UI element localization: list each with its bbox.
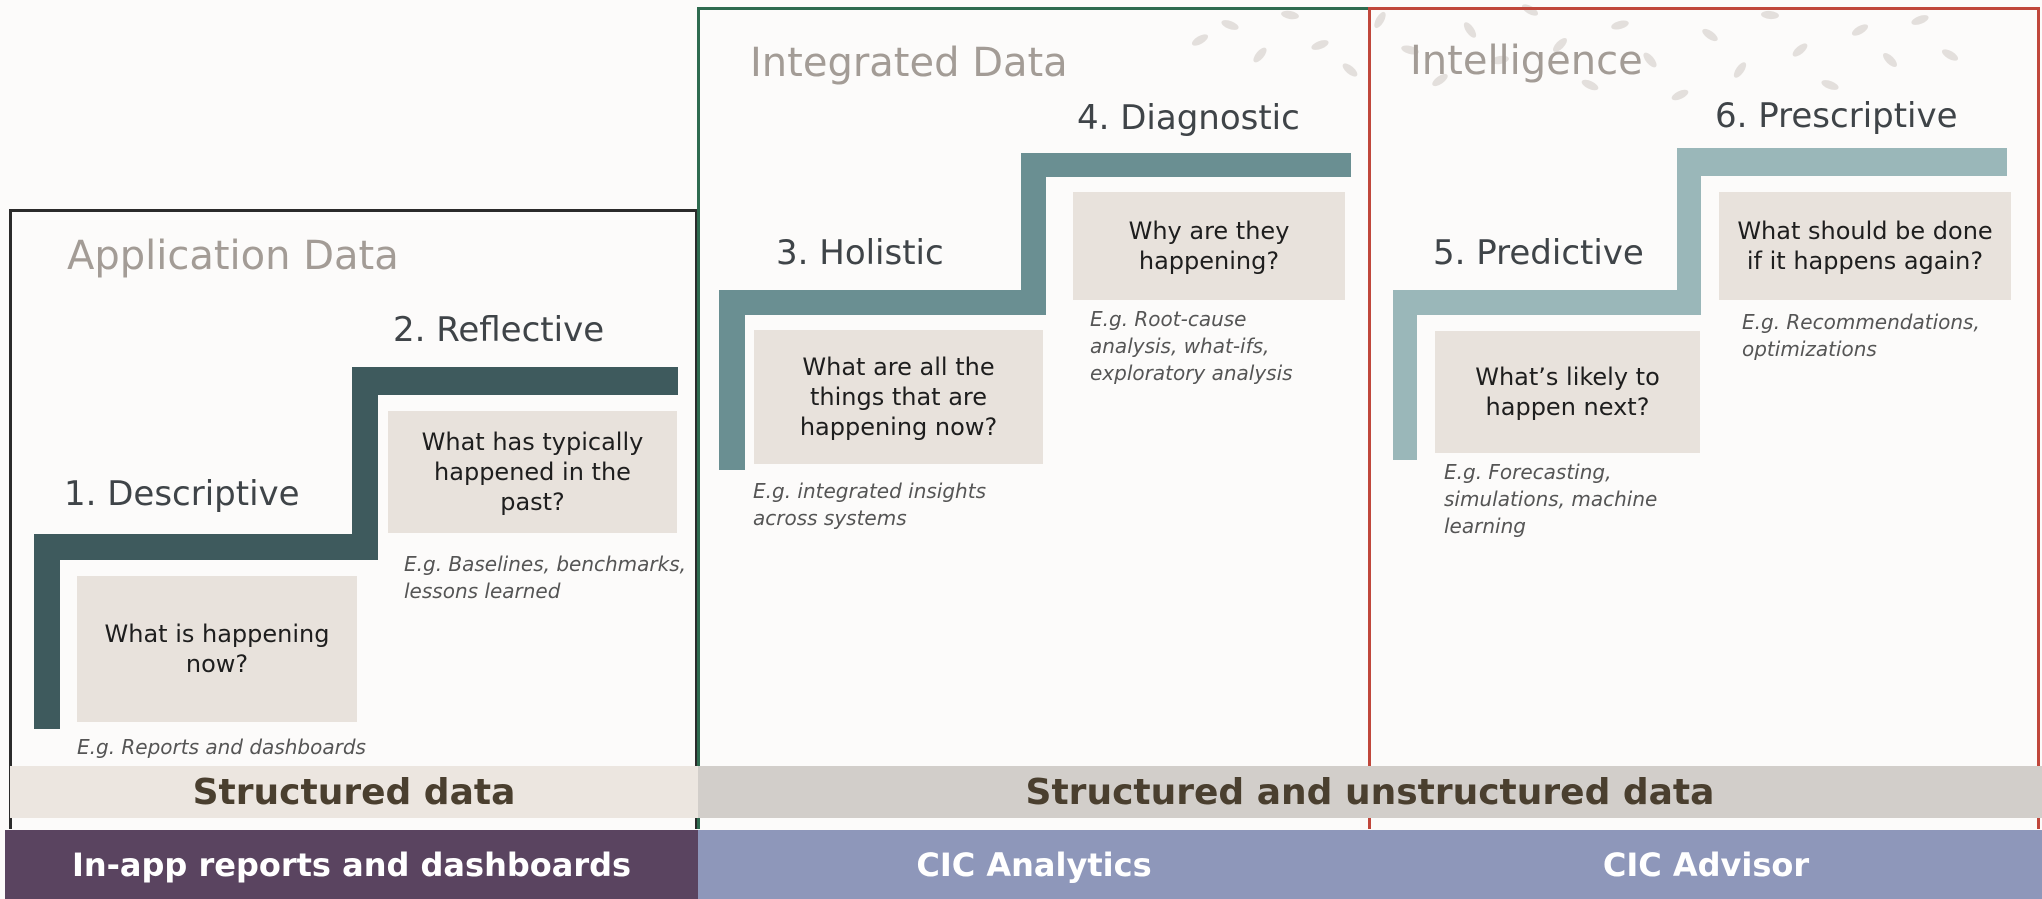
step-4-vertical-bar [1021,153,1046,315]
footer-cic-advisor: CIC Advisor [1370,830,2042,899]
integrated-data-title: Integrated Data [750,40,1068,86]
step-2-label: 2. Reflective [393,310,605,350]
structured-data-band: Structured data [10,766,698,818]
application-data-title: Application Data [67,233,399,279]
intelligence-frame [1368,7,2040,829]
step-6-label: 6. Prescriptive [1715,96,1958,136]
step-6-horizontal-bar [1677,148,2007,176]
step-4-label: 4. Diagnostic [1077,98,1300,138]
step-2-vertical-bar [352,367,378,560]
step-3-label: 3. Holistic [776,233,944,273]
step-1-horizontal-bar [34,534,378,560]
footer-in-app-reports: In-app reports and dashboards [5,830,698,899]
step-1-question-box: What is happening now? [77,576,357,722]
step-3-horizontal-bar [719,290,1046,315]
step-1-vertical-bar [34,534,60,729]
step-6-question-box: What should be done if it happens again? [1719,192,2011,300]
footer-cic-analytics: CIC Analytics [698,830,1370,899]
step-5-label: 5. Predictive [1433,233,1644,273]
step-5-question-box: What’s likely to happen next? [1435,331,1700,453]
step-1-example: E.g. Reports and dashboards [77,735,366,759]
application-data-frame [9,209,698,829]
step-3-question-box: What are all the things that are happeni… [754,330,1043,464]
step-3-example: E.g. integrated insights across systems [753,479,986,530]
step-3-vertical-bar [719,290,745,470]
step-4-horizontal-bar [1021,153,1351,177]
step-2-question-box: What has typically happened in the past? [388,411,677,533]
step-1-label: 1. Descriptive [64,474,300,514]
step-5-example: E.g. Forecasting, simulations, machine l… [1444,460,1658,538]
step-2-example: E.g. Baselines, benchmarks, lessons lear… [404,552,687,603]
step-4-question-box: Why are they happening? [1073,192,1345,300]
step-4-example: E.g. Root-cause analysis, what-ifs, expl… [1090,307,1293,385]
step-5-horizontal-bar [1393,290,1701,315]
step-2-horizontal-bar [352,367,678,395]
unstructured-data-band: Structured and unstructured data [698,766,2042,818]
step-6-example: E.g. Recommendations, optimizations [1742,310,1980,361]
step-5-vertical-bar [1393,290,1417,460]
intelligence-title: Intelligence [1410,38,1643,84]
